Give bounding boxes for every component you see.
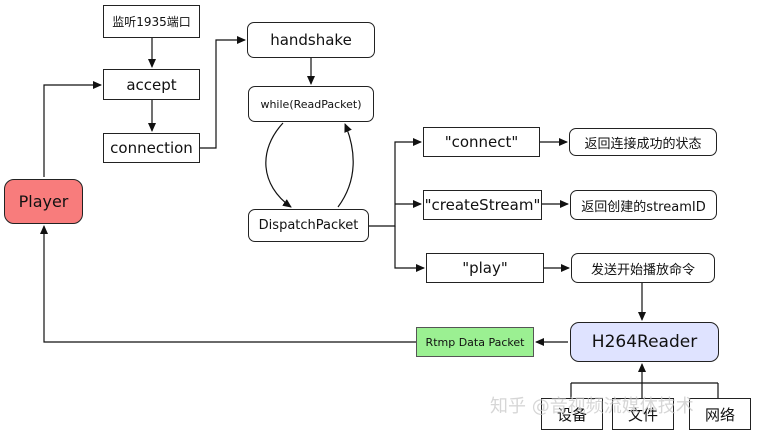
play-result-box: 发送开始播放命令: [571, 253, 715, 283]
connect-command-label: "connect": [444, 133, 519, 151]
accept-box: accept: [103, 69, 200, 100]
create-stream-command-box: "createStream": [423, 190, 542, 220]
rtmp-data-packet-box: Rtmp Data Packet: [416, 327, 534, 357]
dispatch-packet-label: DispatchPacket: [258, 218, 359, 233]
source-device-box: 设备: [541, 398, 603, 430]
source-network-box: 网络: [689, 398, 751, 430]
player-label: Player: [18, 192, 69, 211]
arrow-player-to-accept: [43, 81, 102, 177]
source-network-label: 网络: [704, 405, 735, 424]
connect-result-box: 返回连接成功的状态: [569, 128, 717, 156]
h264-reader-box: H264Reader: [570, 322, 719, 362]
source-file-label: 文件: [627, 405, 658, 424]
read-packet-label: while(ReadPacket): [260, 97, 362, 111]
arrow-dispatch-to-readpacket: [337, 123, 354, 208]
arrow-rtmp-to-player: [40, 225, 416, 343]
accept-label: accept: [126, 75, 177, 94]
arrow-readpacket-to-dispatch: [265, 122, 292, 208]
handshake-box: handshake: [247, 22, 375, 58]
create-stream-command-label: "createStream": [424, 196, 541, 214]
listen-port-label: 监听1935端口: [112, 15, 191, 29]
listen-port-box: 监听1935端口: [103, 5, 200, 38]
play-command-box: "play": [426, 253, 544, 283]
arrow-connection-to-handshake: [200, 36, 246, 149]
arrow-dispatch-to-play: [394, 226, 425, 272]
h264-reader-label: H264Reader: [591, 332, 698, 352]
connection-label: connection: [110, 139, 193, 157]
connect-result-label: 返回连接成功的状态: [584, 136, 702, 152]
play-command-label: "play": [462, 259, 508, 277]
arrow-dispatch-to-connect: [369, 138, 422, 227]
connection-box: connection: [103, 133, 200, 163]
play-result-label: 发送开始播放命令: [590, 262, 695, 278]
source-file-box: 文件: [612, 398, 674, 430]
read-packet-box: while(ReadPacket): [248, 86, 374, 122]
player-box: Player: [4, 179, 83, 224]
connect-command-box: "connect": [423, 127, 540, 157]
handshake-label: handshake: [270, 31, 352, 49]
rtmp-data-packet-label: Rtmp Data Packet: [425, 335, 525, 349]
create-stream-result-label: 返回创建的streamID: [581, 199, 706, 215]
create-stream-result-box: 返回创建的streamID: [570, 190, 717, 220]
dispatch-packet-box: DispatchPacket: [248, 209, 369, 242]
source-device-label: 设备: [556, 405, 587, 424]
